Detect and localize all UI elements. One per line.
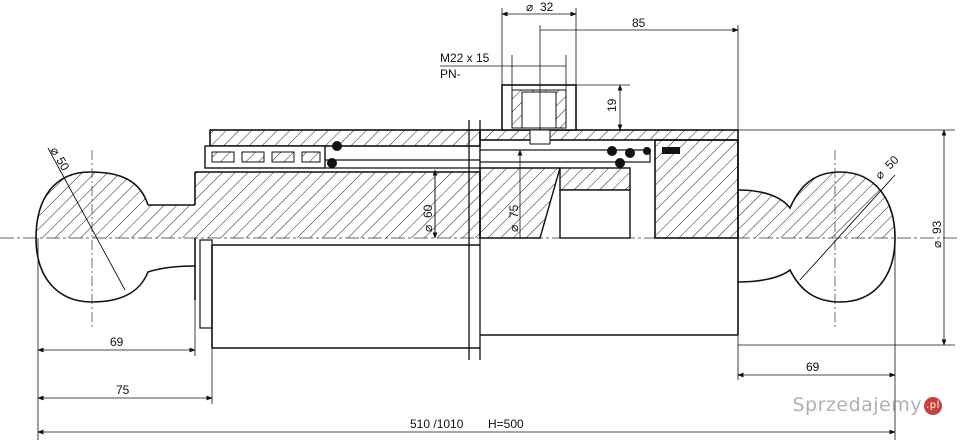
bore-diameter-symbol: ⌀	[507, 225, 521, 232]
outer-diameter-symbol: ⌀	[930, 241, 944, 248]
port-height-label: 19	[605, 98, 619, 112]
dimension-lines	[37, 8, 955, 440]
port-diameter-label: 32	[540, 0, 554, 14]
watermark-badge: .pl	[924, 397, 942, 415]
rod-diameter-label: 60	[421, 204, 435, 218]
port-thread-label: M22 x 15	[440, 51, 490, 65]
outer-diameter-label: 93	[930, 220, 944, 234]
stroke-label: H=500	[488, 417, 524, 431]
bore-diameter-label: 75	[507, 204, 521, 218]
break-lines	[468, 120, 481, 360]
watermark-text: Sprzedajemy	[792, 394, 922, 416]
left-eye-diameter-label: 50	[53, 155, 72, 174]
port-note-label: PN-	[440, 67, 461, 81]
left-rod-eye	[35, 147, 196, 330]
right-eye-diameter-symbol: ⌀	[872, 167, 887, 182]
right-eye-length-label: 69	[806, 360, 820, 374]
overall-length-label: 510 /1010	[410, 417, 464, 431]
port-offset-label: 85	[632, 16, 646, 30]
port-diameter-symbol: ⌀	[526, 0, 533, 14]
right-eye	[737, 150, 896, 330]
left-eye-length-label: 69	[110, 335, 124, 349]
rod-diameter-symbol: ⌀	[421, 225, 435, 232]
rod-and-head	[194, 129, 481, 349]
left-total-length-label: 75	[116, 383, 130, 397]
right-eye-diameter-label: 50	[882, 153, 902, 173]
watermark: Sprzedajemy.pl	[792, 394, 942, 416]
left-eye-diameter-symbol: ⌀	[47, 145, 63, 158]
